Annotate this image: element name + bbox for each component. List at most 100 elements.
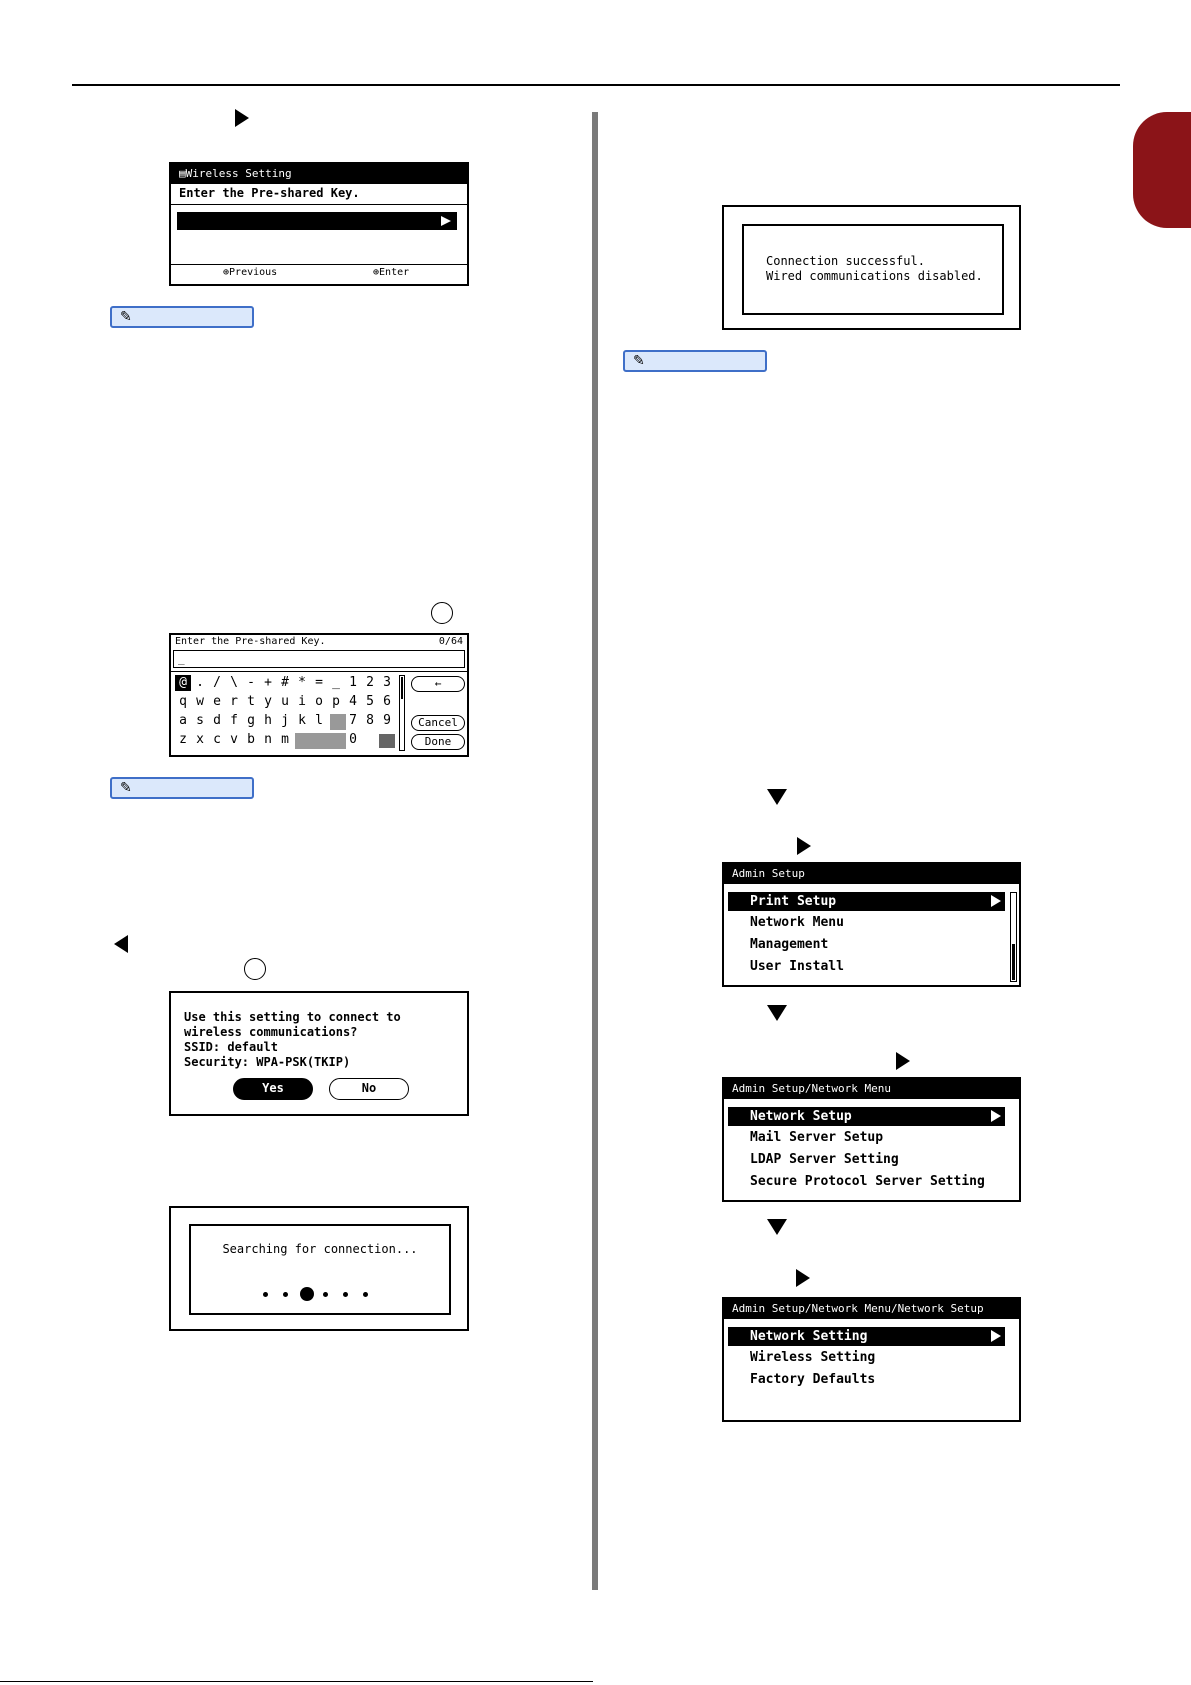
key-input-field[interactable] bbox=[177, 212, 457, 230]
key[interactable]: 5 bbox=[366, 694, 374, 709]
yes-button[interactable]: Yes bbox=[233, 1078, 313, 1100]
key[interactable]: \ bbox=[230, 675, 238, 690]
key[interactable]: n bbox=[264, 732, 272, 747]
key[interactable]: . bbox=[196, 675, 204, 690]
screen-title: Admin Setup/Network Menu/Network Setup bbox=[724, 1299, 1019, 1319]
confirm-screen: Use this setting to connect to wireless … bbox=[169, 991, 469, 1116]
key[interactable]: e bbox=[213, 694, 221, 709]
key[interactable]: j bbox=[281, 713, 289, 728]
key[interactable]: k bbox=[298, 713, 306, 728]
key[interactable]: 8 bbox=[366, 713, 374, 728]
memo-badge: ✎ bbox=[110, 777, 254, 799]
key[interactable]: h bbox=[264, 713, 272, 728]
divider bbox=[171, 264, 467, 265]
key[interactable]: m bbox=[281, 732, 289, 747]
done-button[interactable]: Done bbox=[411, 734, 465, 750]
top-rule bbox=[72, 84, 1120, 86]
key[interactable]: d bbox=[213, 713, 221, 728]
key[interactable]: z bbox=[179, 732, 187, 747]
enter-button[interactable]: ⊕Enter bbox=[373, 267, 410, 278]
backspace-button[interactable]: ← bbox=[411, 676, 465, 692]
key[interactable]: = bbox=[315, 675, 323, 690]
key[interactable]: i bbox=[298, 694, 306, 709]
key[interactable]: b bbox=[247, 732, 255, 747]
menu-item-user-install[interactable]: User Install bbox=[750, 959, 844, 974]
key[interactable]: c bbox=[213, 732, 221, 747]
disabled-key bbox=[330, 714, 346, 730]
space-key[interactable] bbox=[295, 733, 346, 749]
menu-item-secure-protocol[interactable]: Secure Protocol Server Setting bbox=[750, 1174, 985, 1189]
key[interactable]: x bbox=[196, 732, 204, 747]
success-screen: Connection successful. Wired communicati… bbox=[722, 205, 1021, 330]
right-arrow-icon bbox=[896, 1052, 910, 1070]
key[interactable]: q bbox=[179, 694, 187, 709]
key[interactable]: @ bbox=[179, 675, 187, 690]
menu-item-mail-server-setup[interactable]: Mail Server Setup bbox=[750, 1130, 884, 1145]
key[interactable]: * bbox=[298, 675, 306, 690]
pencil-icon: ✎ bbox=[120, 309, 132, 325]
key-input-field[interactable]: _ bbox=[173, 650, 465, 668]
cancel-button[interactable]: Cancel bbox=[411, 715, 465, 731]
key[interactable]: r bbox=[230, 694, 238, 709]
key[interactable]: - bbox=[247, 675, 255, 690]
bottom-rule bbox=[0, 1681, 593, 1682]
right-arrow-icon bbox=[441, 216, 451, 226]
cursor: _ bbox=[178, 652, 185, 665]
key[interactable]: 2 bbox=[366, 675, 374, 690]
enter-key[interactable] bbox=[379, 734, 395, 748]
searching-text: Searching for connection... bbox=[222, 1242, 418, 1256]
key[interactable]: w bbox=[196, 694, 204, 709]
scrollbar-thumb[interactable] bbox=[1012, 944, 1015, 980]
key[interactable]: 7 bbox=[349, 713, 357, 728]
menu-item-network-setup[interactable]: Network Setup bbox=[728, 1107, 1005, 1126]
key[interactable]: # bbox=[281, 675, 289, 690]
divider bbox=[171, 671, 467, 672]
key[interactable]: _ bbox=[332, 675, 340, 690]
divider bbox=[171, 204, 467, 205]
searching-screen: Searching for connection... bbox=[169, 1206, 469, 1331]
progress-dot bbox=[323, 1292, 328, 1297]
right-arrow-icon bbox=[796, 1269, 810, 1287]
key[interactable]: u bbox=[281, 694, 289, 709]
message-frame: Connection successful. Wired communicati… bbox=[742, 224, 1004, 315]
key[interactable]: v bbox=[230, 732, 238, 747]
key[interactable]: 6 bbox=[383, 694, 391, 709]
key[interactable]: t bbox=[247, 694, 255, 709]
key[interactable]: 0 bbox=[349, 732, 357, 747]
down-arrow-icon bbox=[767, 1219, 787, 1235]
key[interactable]: g bbox=[247, 713, 255, 728]
lock-icon: ▤ bbox=[179, 167, 186, 180]
no-button[interactable]: No bbox=[329, 1078, 409, 1100]
key[interactable]: 3 bbox=[383, 675, 391, 690]
confirm-line: SSID: default bbox=[184, 1040, 278, 1054]
menu-item-network-setting[interactable]: Network Setting bbox=[728, 1327, 1005, 1346]
menu-item-network-menu[interactable]: Network Menu bbox=[750, 915, 844, 930]
scrollbar[interactable] bbox=[399, 675, 405, 751]
menu-item-management[interactable]: Management bbox=[750, 937, 829, 952]
key[interactable]: + bbox=[264, 675, 272, 690]
confirm-line: Security: WPA-PSK(TKIP) bbox=[184, 1055, 351, 1069]
key[interactable]: s bbox=[196, 713, 204, 728]
menu-item-ldap-server-setting[interactable]: LDAP Server Setting bbox=[750, 1152, 899, 1167]
scrollbar-thumb[interactable] bbox=[401, 677, 403, 699]
right-arrow-icon bbox=[235, 109, 249, 127]
key[interactable]: l bbox=[315, 713, 323, 728]
key[interactable]: 1 bbox=[349, 675, 357, 690]
previous-button[interactable]: ⊕Previous bbox=[223, 267, 278, 278]
key[interactable]: 4 bbox=[349, 694, 357, 709]
prompt-text: Enter the Pre-shared Key. bbox=[179, 186, 360, 200]
menu-item-factory-defaults[interactable]: Factory Defaults bbox=[750, 1372, 876, 1387]
key[interactable]: / bbox=[213, 675, 221, 690]
selected-key-highlight bbox=[175, 675, 191, 691]
screen-title: Admin Setup bbox=[724, 864, 1019, 884]
key[interactable]: f bbox=[230, 713, 238, 728]
key[interactable]: y bbox=[264, 694, 272, 709]
key[interactable]: 9 bbox=[383, 713, 391, 728]
menu-item-print-setup[interactable]: Print Setup bbox=[728, 892, 1005, 911]
scrollbar[interactable] bbox=[1010, 892, 1017, 982]
progress-dot bbox=[343, 1292, 348, 1297]
key[interactable]: o bbox=[315, 694, 323, 709]
menu-item-wireless-setting[interactable]: Wireless Setting bbox=[750, 1350, 876, 1365]
key[interactable]: p bbox=[332, 694, 340, 709]
key[interactable]: a bbox=[179, 713, 187, 728]
